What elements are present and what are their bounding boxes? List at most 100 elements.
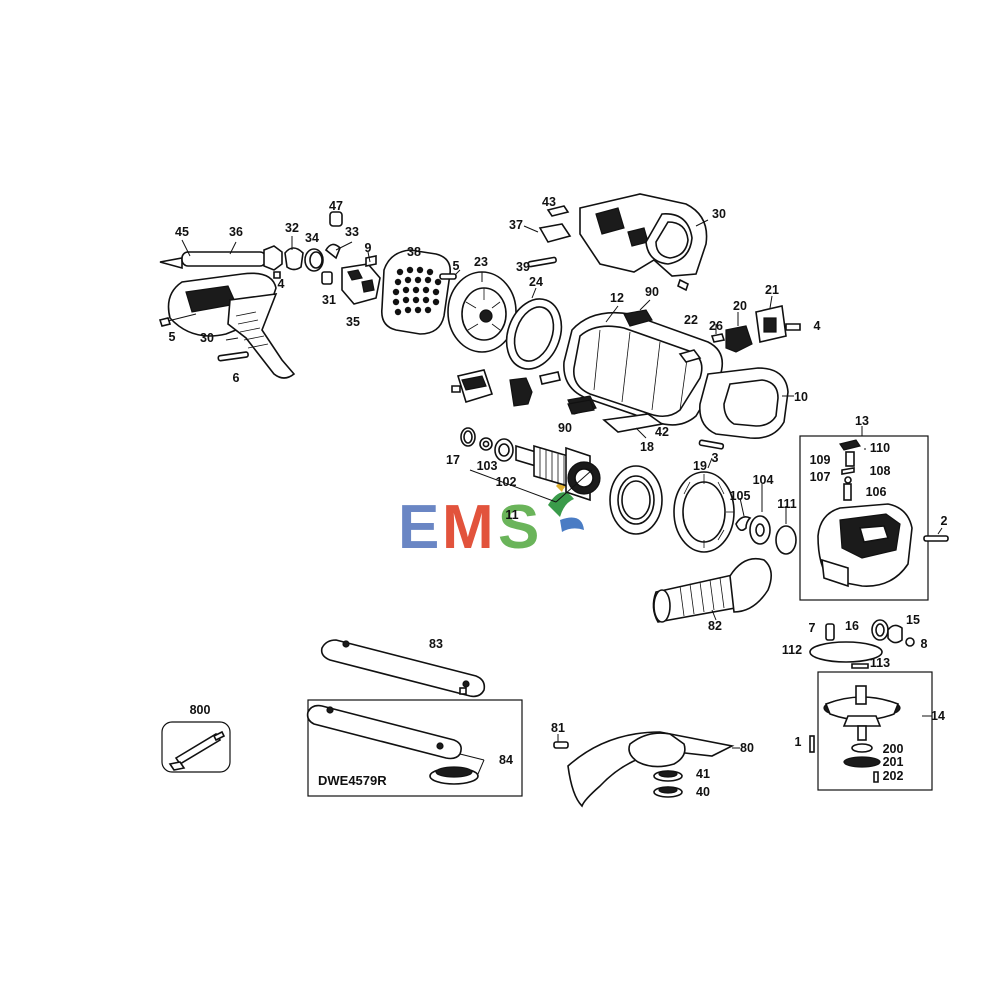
ems-watermark: E M S <box>398 480 584 562</box>
callout-label: 18 <box>640 440 654 454</box>
fan-housing <box>439 269 517 353</box>
spindle-assembly-inset <box>809 671 933 791</box>
callout-label: 109 <box>810 453 831 467</box>
callout-label: 38 <box>407 245 421 259</box>
callout-label: 201 <box>883 755 904 769</box>
watermark-letter-e: E <box>398 493 439 562</box>
baffle-ring <box>505 287 563 370</box>
callout-label: 32 <box>285 221 299 235</box>
callout-label: 108 <box>870 464 891 478</box>
callout-label: 2 <box>941 514 948 528</box>
callout-label: 112 <box>782 643 802 657</box>
callout-label: 80 <box>740 741 754 755</box>
gear-cover-plate <box>673 439 735 553</box>
terminal-block <box>678 295 801 363</box>
callout-label: 1 <box>795 735 802 749</box>
gear-head-inset <box>799 426 929 601</box>
callout-label: 23 <box>474 255 488 269</box>
callout-label: 3 <box>712 451 719 465</box>
callout-label: 4 <box>814 319 821 333</box>
callout-label: 105 <box>730 489 751 503</box>
callout-label: 41 <box>696 767 710 781</box>
left-brush-parts <box>451 369 595 415</box>
callout-label: 5 <box>453 259 460 273</box>
gear-case-cover <box>579 193 709 292</box>
callout-label: 36 <box>229 225 243 239</box>
callout-label: 9 <box>365 241 372 255</box>
watermark-letter-s: S <box>498 493 539 562</box>
callout-label: 24 <box>529 275 543 289</box>
callout-label: 37 <box>509 218 523 232</box>
callout-label: 202 <box>883 769 904 783</box>
callout-label: 107 <box>810 470 831 484</box>
leaf-icon <box>560 517 584 532</box>
bearing-housing-ring <box>609 465 663 535</box>
callout-label: 45 <box>175 225 189 239</box>
seal-set <box>735 484 797 555</box>
gear-case <box>699 367 794 439</box>
callout-label: 111 <box>777 497 797 511</box>
screw <box>923 527 949 542</box>
callout-label: 103 <box>477 459 498 473</box>
callout-label: 82 <box>708 619 722 633</box>
switch-block <box>321 251 381 305</box>
air-filter-screen <box>380 249 452 335</box>
callout-label: 102 <box>496 475 517 489</box>
callout-label: 15 <box>906 613 920 627</box>
callout-label: 17 <box>446 453 460 467</box>
spindle-parts <box>809 619 915 669</box>
callout-label: 7 <box>809 621 816 635</box>
callout-label: 16 <box>845 619 859 633</box>
callout-label: 84 <box>499 753 513 767</box>
callout-label: 34 <box>305 231 319 245</box>
wheel-guard <box>553 731 740 808</box>
callout-label: 42 <box>655 425 669 439</box>
callout-label: 10 <box>794 390 808 404</box>
cable-assembly <box>159 239 283 271</box>
grease-tube-inset <box>161 721 231 773</box>
callout-label: 90 <box>645 285 659 299</box>
side-handle <box>652 557 772 623</box>
callout-label: 90 <box>558 421 572 435</box>
callout-label: 800 <box>190 703 211 717</box>
insulation-sheet <box>602 413 665 439</box>
callout-label: 5 <box>169 330 176 344</box>
callout-label: 19 <box>693 459 707 473</box>
callout-label: 104 <box>753 473 774 487</box>
callout-label: 8 <box>921 637 928 651</box>
cord-protector <box>304 211 353 272</box>
callout-label: 39 <box>516 260 530 274</box>
callout-label: 30 <box>200 331 214 345</box>
callout-label: 13 <box>855 414 869 428</box>
brush-holder <box>523 205 572 268</box>
callout-label: 113 <box>870 656 890 670</box>
watermark-letter-m: M <box>442 493 494 562</box>
callout-label: 20 <box>733 299 747 313</box>
callout-label: 31 <box>322 293 336 307</box>
callout-label: 47 <box>329 199 343 213</box>
rear-handle-housing <box>158 272 296 379</box>
model-label: DWE4579R <box>318 773 387 788</box>
callout-label: 35 <box>346 315 360 329</box>
callout-label: 11 <box>505 508 518 522</box>
leaf-icon <box>548 492 574 517</box>
callout-label: 43 <box>542 195 556 209</box>
callout-label: 6 <box>233 371 240 385</box>
callout-label: 83 <box>429 637 443 651</box>
spanner-wrench <box>320 639 486 698</box>
callout-label: 21 <box>765 283 779 297</box>
callout-label: 12 <box>610 291 624 305</box>
callout-label: 40 <box>696 785 710 799</box>
callout-label: 200 <box>883 742 904 756</box>
callout-label: 110 <box>870 441 890 455</box>
cord-clamp <box>273 236 304 279</box>
callout-label: 22 <box>684 313 698 327</box>
callout-label: 30 <box>712 207 726 221</box>
model-inset <box>306 699 523 797</box>
callout-label: 106 <box>866 485 887 499</box>
callout-label: 26 <box>709 319 723 333</box>
callout-label: 4 <box>278 277 285 291</box>
callout-label: 33 <box>345 225 359 239</box>
